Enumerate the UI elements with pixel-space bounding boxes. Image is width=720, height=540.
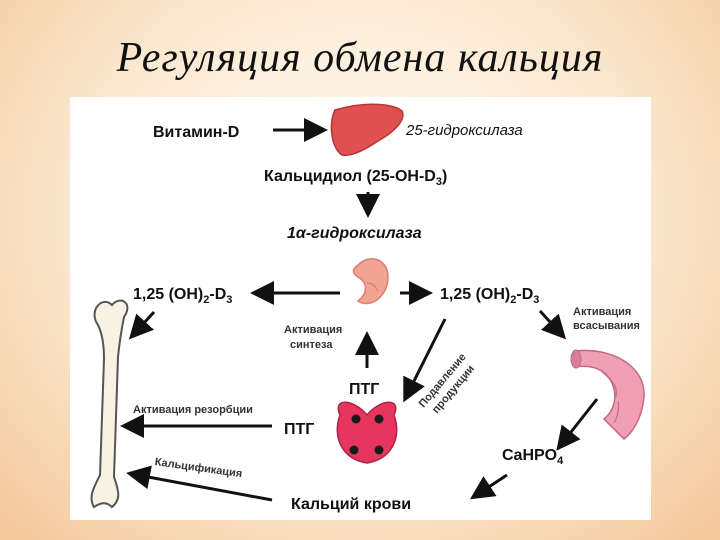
arrow-calcitriol-to-bone (128, 310, 156, 340)
hydroxylase-1a-label: 1α-гидроксилаза (287, 225, 422, 242)
arrow-blood-to-bone (126, 465, 273, 502)
diagram-panel: Витамин-D 25-гидроксилаза Кальцидиол (25… (70, 97, 651, 520)
calcitriol-left-label: 1,25 (OH)2-D3 (133, 286, 232, 306)
calcification-label: Кальцификация (154, 456, 243, 480)
svg-text:Кальцификация: Кальцификация (154, 456, 243, 480)
liver-icon (330, 103, 404, 157)
arrow-calcitriol-to-intestine (538, 309, 567, 340)
activation-synthesis-label-1: Активация (284, 324, 342, 336)
slide-title: Регуляция обмена кальция (116, 35, 604, 81)
activation-resorption-label: Активация резорбции (133, 404, 253, 416)
blood-calcium-label: Кальций крови (291, 496, 411, 513)
activation-absorption-label-2: всасывания (573, 320, 640, 332)
suppression-label: Подавление продукции (417, 351, 477, 416)
activation-synthesis-label-2: синтеза (290, 339, 333, 351)
calcium-regulation-diagram: Витамин-D 25-гидроксилаза Кальцидиол (25… (90, 103, 645, 513)
bone-icon (90, 299, 129, 509)
parathyroid-gland-icon (336, 401, 398, 464)
intestine-icon (570, 349, 645, 440)
arrow-intestine-to-cahpo4 (556, 398, 599, 451)
vitamin-d-label: Витамин-D (153, 124, 239, 141)
pth-left-label: ПТГ (284, 421, 314, 438)
cahpo4-label: CaHPO4 (502, 447, 564, 467)
pth-upper-label: ПТГ (349, 381, 379, 398)
arrow-cahpo4-to-blood (469, 473, 508, 500)
calcitriol-right-label: 1,25 (OH)2-D3 (440, 286, 539, 306)
arrow-calcitriol-suppresses-pth (403, 318, 447, 403)
hydroxylase-25-label: 25-гидроксилаза (405, 122, 523, 139)
kidney-icon (352, 258, 389, 305)
activation-absorption-label-1: Активация (573, 306, 631, 318)
calcidiol-label: Кальцидиол (25-OH-D3) (264, 168, 447, 188)
